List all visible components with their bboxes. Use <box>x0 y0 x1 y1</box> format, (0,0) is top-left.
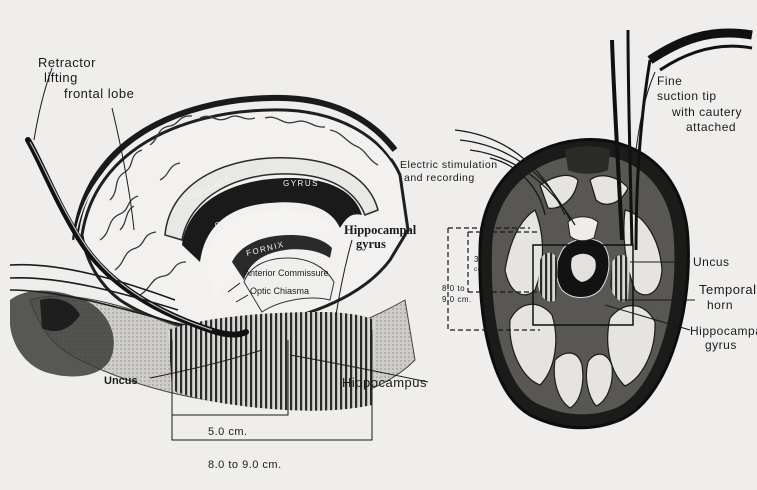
label-hippocampus: Hippocampus <box>342 375 427 390</box>
label-fine-3: with cautery <box>671 105 742 119</box>
label-dim-8to9-left: 8.0 to 9.0 cm. <box>208 459 282 471</box>
label-temporal-2: horn <box>707 298 733 312</box>
label-hippocampal-gyrus-1: Hippocampal <box>344 223 417 237</box>
label-dim-3cm-1: 3.0 <box>474 255 487 264</box>
label-retractor-1: Retractor <box>38 55 96 70</box>
label-optic-chiasma: Optic Chiasma <box>250 286 309 296</box>
label-dim-8to9-right-2: 9.0 cm. <box>442 295 472 304</box>
label-retractor-3: frontal lobe <box>64 86 134 101</box>
label-temporal-1: Temporal <box>699 282 756 297</box>
label-cingulate-2: GYRUS <box>283 179 319 188</box>
label-hippocampal-right-2: gyrus <box>705 338 737 352</box>
label-fine-1: Fine <box>657 74 682 88</box>
label-uncus-left: Uncus <box>104 375 138 387</box>
label-dim-3cm-2: cm. <box>474 266 486 273</box>
label-dim-5cm: 5.0 cm. <box>208 426 248 438</box>
label-fine-2: suction tip <box>657 89 717 103</box>
label-electric-2: and recording <box>404 172 475 184</box>
label-anterior-commissure: Anterior Commissure <box>244 268 329 278</box>
label-uncus-right: Uncus <box>693 255 730 269</box>
label-hippocampal-right-1: Hippocampal <box>690 324 757 338</box>
label-electric-1: Electric stimulation <box>400 159 498 171</box>
label-hippocampal-gyrus-2: gyrus <box>356 237 386 251</box>
label-fine-4: attached <box>686 120 736 134</box>
label-retractor-2: lifting <box>44 70 78 85</box>
label-dim-8to9-right-1: 8.0 to <box>442 284 465 293</box>
